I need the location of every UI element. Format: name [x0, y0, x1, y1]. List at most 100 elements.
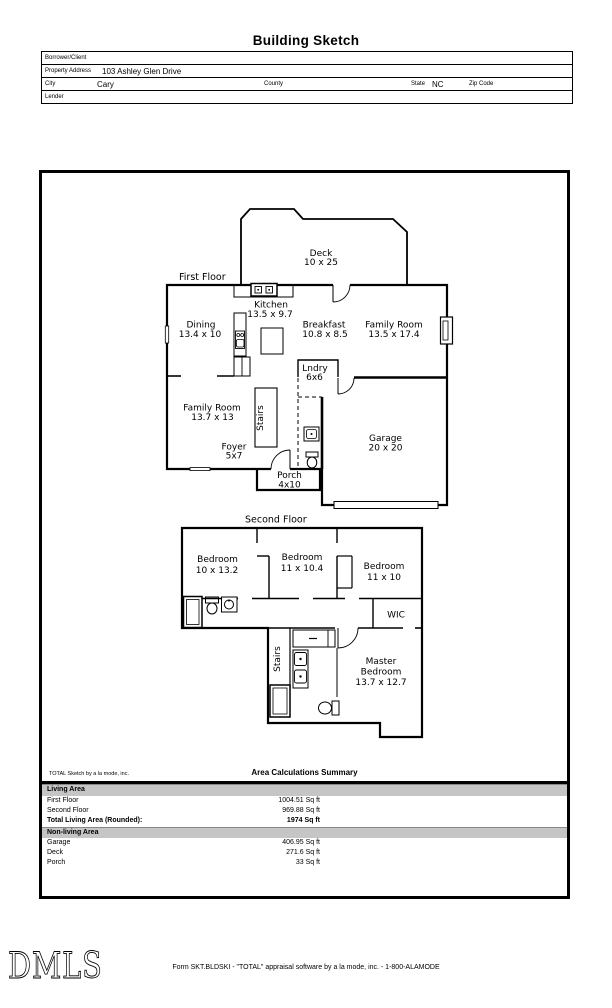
row-value: 969.88 Sq ft — [282, 806, 320, 814]
sink-basin — [294, 652, 307, 666]
family-room-window — [189, 467, 211, 472]
entry-door-arc — [270, 449, 291, 470]
nonliving-area-header: Non-living Area — [42, 826, 567, 838]
dining-label: Dining — [186, 321, 215, 331]
wic-label: WIC — [387, 611, 405, 621]
row-value: 406.95 Sq ft — [282, 839, 320, 846]
first-floor-label: First Floor — [179, 272, 226, 283]
first-floor-outline — [165, 283, 449, 507]
tub-inner — [186, 599, 200, 625]
sink-drain — [299, 657, 302, 661]
county-label: County — [264, 80, 284, 87]
total-sketch-branding: TOTAL Sketch by a la mode, inc. — [49, 771, 129, 777]
first-floor-plan: First Floor Deck 10 x 25 Kitchen 13.5 x … — [164, 208, 454, 509]
borrower-label: Borrower/Client — [45, 54, 87, 61]
laundry-room-walls — [297, 359, 339, 377]
stairs-second-label: Stairs — [273, 646, 283, 672]
fireplace-inner — [442, 320, 449, 341]
foyer-dims: 5x7 — [226, 452, 243, 462]
breakfast-dims: 10.8 x 8.5 — [302, 330, 347, 340]
family-room-lower-dims: 13.7 x 13 — [191, 413, 234, 423]
kitchen-island — [260, 327, 284, 355]
row-label: First Floor — [47, 796, 79, 804]
dining-dims: 13.4 x 10 — [179, 330, 222, 340]
city-value: Cary — [97, 79, 114, 89]
master-bedroom-label2: Bedroom — [361, 668, 402, 678]
summary-title: Area Calculations Summary — [251, 768, 358, 777]
fridge-detail — [236, 333, 241, 337]
half-bath-toilet-tank — [305, 451, 319, 458]
form-row-lender: Lender — [42, 91, 572, 103]
stairs-first-outline — [254, 387, 278, 448]
form-footer-text: Form SKT.BLDSKI - "TOTAL" appraisal soft… — [172, 964, 440, 971]
tub-inner — [272, 687, 288, 715]
garage-dims: 20 x 20 — [369, 444, 403, 454]
city-label: City — [45, 80, 56, 87]
fridge-cabinet — [233, 312, 247, 357]
page-title: Building Sketch — [252, 33, 360, 48]
sink-drain — [310, 433, 313, 435]
master-bedroom-dims: 13.7 x 12.7 — [355, 678, 406, 688]
deck-dims: 10 x 25 — [304, 258, 338, 268]
foyer-label: Foyer — [222, 443, 247, 453]
summary-row-total: Total Living Area (Rounded): 1974 Sq ft — [42, 816, 567, 827]
family-room-main-dims: 13.5 x 17.4 — [368, 330, 419, 340]
family-room-main-label: Family Room — [365, 321, 422, 331]
state-value: NC — [432, 79, 444, 89]
laundry-dims: 6x6 — [306, 373, 323, 383]
second-floor-outline — [180, 526, 424, 739]
bedroom-left-dims: 10 x 13.2 — [196, 566, 239, 576]
deck-door-arc — [332, 284, 351, 303]
row-label: Second Floor — [47, 806, 89, 814]
master-tub-icon — [269, 684, 291, 718]
form-row-borrower: Borrower/Client — [42, 52, 572, 65]
hall-sink-icon — [221, 596, 238, 613]
master-bedroom-label1: Master — [366, 657, 397, 667]
hall-toilet-bowl — [206, 602, 218, 615]
deck-outline — [240, 208, 408, 284]
sketch-border-box: TOTAL Sketch by a la mode, inc. Area Cal… — [39, 170, 570, 899]
hall-tub-icon — [182, 595, 203, 629]
property-form-table: Borrower/Client Property Address 103 Ash… — [41, 51, 573, 104]
dmls-logo: DMLS — [8, 946, 103, 988]
property-address-label: Property Address — [45, 67, 92, 74]
row-value: 1974 Sq ft — [286, 816, 320, 824]
half-bath-toilet-bowl — [306, 456, 318, 469]
fridge-detail — [236, 339, 245, 348]
porch-label: Porch — [277, 471, 302, 481]
row-label: Deck — [47, 849, 63, 856]
summary-divider — [42, 781, 567, 784]
fridge-icon — [235, 330, 245, 349]
family-room-lower-label: Family Room — [183, 404, 240, 414]
second-floor-label: Second Floor — [245, 515, 307, 526]
garage-label: Garage — [369, 434, 402, 444]
row-label: Garage — [47, 839, 71, 846]
deck-label: Deck — [310, 249, 333, 259]
row-value: 1004.51 Sq ft — [278, 796, 320, 804]
kitchen-dims: 13.5 x 9.7 — [247, 310, 292, 320]
row-label: Porch — [47, 859, 66, 866]
property-address-value: 103 Ashley Glen Drive — [102, 66, 182, 76]
kitchen-counter — [233, 285, 294, 298]
state-label: State — [411, 80, 426, 87]
row-value: 33 Sq ft — [295, 859, 320, 866]
laundry-label: Lndry — [302, 364, 328, 374]
laundry-door-arc — [337, 377, 355, 395]
stairs-first-label: Stairs — [256, 405, 266, 431]
summary-row-first-floor: First Floor 1004.51 Sq ft — [42, 796, 567, 806]
fridge-detail — [240, 333, 245, 337]
summary-row-porch: Porch 33 Sq ft — [42, 858, 567, 868]
row-label: Total Living Area (Rounded): — [47, 816, 143, 824]
sink-faucet — [228, 599, 230, 602]
master-door-arc — [337, 627, 359, 649]
area-calculations-summary: TOTAL Sketch by a la mode, inc. Area Cal… — [42, 765, 567, 868]
lender-label: Lender — [45, 93, 64, 100]
master-toilet-bowl — [318, 701, 332, 715]
sink-basin — [306, 429, 317, 439]
zip-label: Zip Code — [469, 80, 494, 87]
second-floor-plan: Second Floor Bedroom 10 x 13.2 Bedroom 1… — [180, 515, 424, 739]
porch-outline — [255, 469, 322, 492]
garage-door — [333, 501, 439, 509]
row-value: 271.6 Sq ft — [286, 849, 320, 856]
master-toilet-tank — [331, 700, 340, 716]
